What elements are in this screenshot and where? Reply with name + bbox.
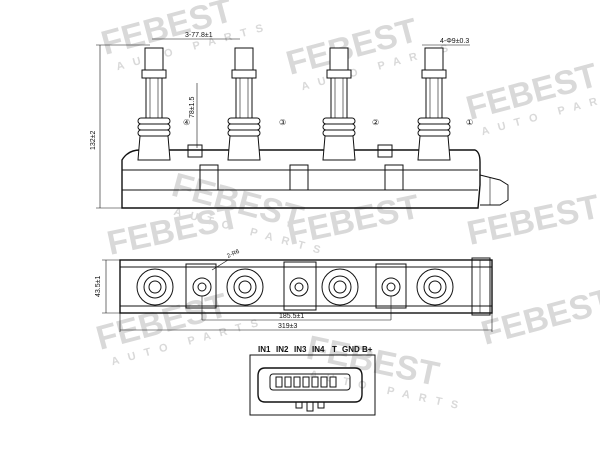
housing-pocket: [199, 164, 219, 191]
pin-label-gnd: GND: [342, 345, 360, 354]
pin: [284, 376, 292, 388]
pin-label-bplus: B+: [362, 345, 373, 354]
mounting-hole: [289, 277, 309, 297]
coil-boot-2: [322, 47, 356, 161]
top-view: 132±2 78±1.5 3-77.8±1 4-Φ9±0.3: [90, 32, 509, 209]
watermark-brand: FEBEST: [477, 281, 600, 352]
center-bracket: [283, 261, 317, 311]
width-dimension-label: 43.5±1: [95, 276, 102, 297]
pin-label-in4: IN4: [312, 345, 325, 354]
height-dimension-label: 132±2: [90, 130, 97, 150]
coil-ring-1: [416, 268, 454, 306]
connector-shell: [257, 367, 363, 403]
connector-frame: [249, 354, 376, 416]
pin: [311, 376, 319, 388]
latch-tab: [306, 401, 314, 412]
mounting-tab: [377, 144, 393, 158]
spacing-dimension-label: 3-77.8±1: [185, 32, 213, 39]
cylinder-label-1: ①: [466, 118, 473, 127]
cylinder-label-3: ③: [279, 118, 286, 127]
coil-boot-1: [417, 47, 451, 161]
inner-dimension-label: 185.5±1: [279, 313, 304, 320]
pin: [329, 376, 337, 388]
coil-ring-4: [136, 268, 174, 306]
coil-boot-3: [227, 47, 261, 161]
coil-ring-2: [321, 268, 359, 306]
connector-pinout: IN1 IN2 IN3 IN4 T GND B+: [249, 345, 376, 416]
pin: [302, 376, 310, 388]
bottom-view: 43.5±1 2-R6: [95, 249, 493, 332]
housing-pocket: [384, 164, 404, 191]
pin-label-in1: IN1: [258, 345, 271, 354]
pin: [320, 376, 328, 388]
pin-cavity: [269, 373, 351, 391]
pin-label-in3: IN3: [294, 345, 307, 354]
side-connector: [479, 174, 509, 206]
latch-tab: [317, 401, 325, 409]
watermark-brand: FEBEST: [464, 188, 600, 253]
cylinder-label-4: ④: [183, 118, 190, 127]
watermark-brand: FEBEST: [284, 188, 423, 253]
total-dimension-label: 319±3: [278, 323, 298, 330]
pin-label-in2: IN2: [276, 345, 289, 354]
latch-tab: [295, 401, 303, 409]
plate-end-connector: [471, 257, 491, 316]
base-plate: [119, 259, 493, 314]
boot-dimension-label: 78±1.5: [189, 97, 196, 118]
coil-housing: [121, 149, 481, 209]
hole-dimension-label: 4-Φ9±0.3: [440, 38, 469, 45]
cylinder-label-2: ②: [372, 118, 379, 127]
radius-dimension-label: 2-R6: [226, 249, 241, 260]
coil-ring-3: [226, 268, 264, 306]
pin: [275, 376, 283, 388]
mounting-hole: [381, 277, 401, 297]
pin: [293, 376, 301, 388]
housing-pocket: [289, 164, 309, 191]
bracket-left: [185, 263, 217, 309]
pin-label-t: T: [332, 345, 337, 354]
mounting-tab: [187, 144, 203, 158]
coil-boot-4: [137, 47, 171, 161]
